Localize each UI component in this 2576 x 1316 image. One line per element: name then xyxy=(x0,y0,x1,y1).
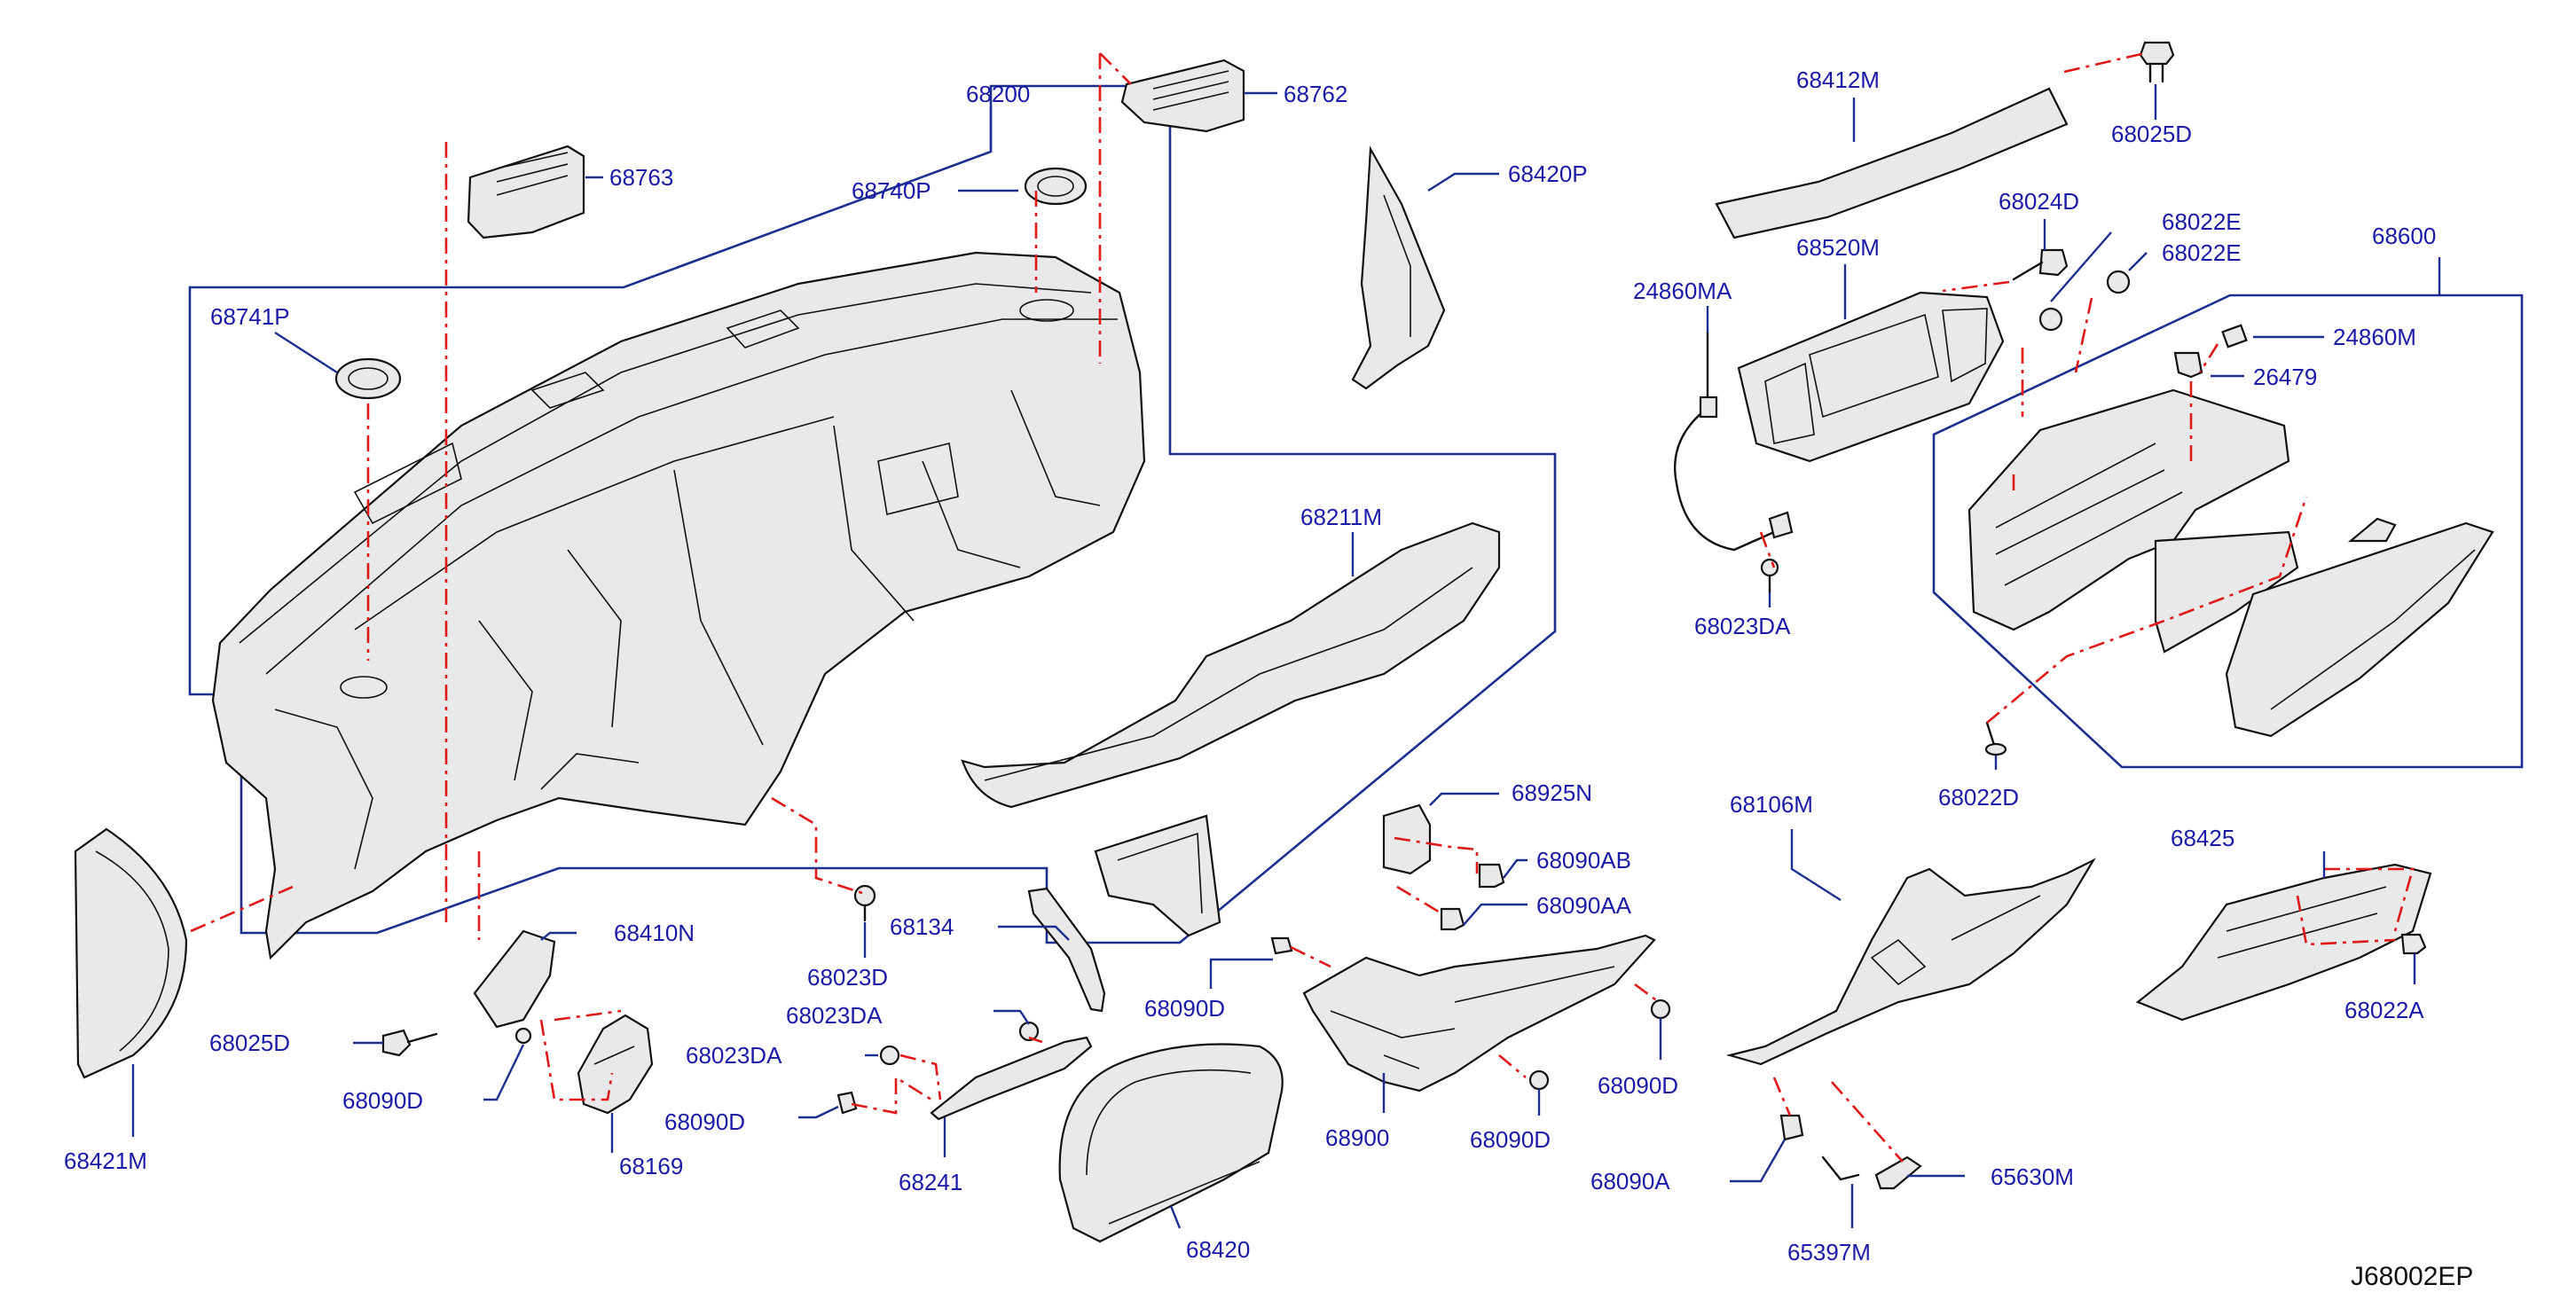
label-68024D: 68024D xyxy=(1999,188,2079,215)
screw-68090D-c xyxy=(1270,936,1293,955)
label-68741P: 68741P xyxy=(210,303,290,330)
label-68169: 68169 xyxy=(619,1153,683,1179)
cover-68412M xyxy=(1715,87,2069,239)
label-26479: 26479 xyxy=(2253,364,2317,390)
clip-68090D-b xyxy=(836,1091,858,1115)
label-68200: 68200 xyxy=(966,81,1030,107)
bracket-68169 xyxy=(577,1014,654,1115)
side-finisher-68421M xyxy=(74,827,188,1079)
switch-26479 xyxy=(2173,351,2203,379)
lower-cover-68106M xyxy=(1725,858,2096,1066)
label-68241: 68241 xyxy=(899,1169,962,1195)
harness-65397M xyxy=(1821,1155,1860,1181)
screw-68023DA-top xyxy=(1760,558,1779,594)
label-68410N: 68410N xyxy=(614,920,695,946)
label-68134: 68134 xyxy=(890,913,954,940)
clip-68090D-e xyxy=(1528,1069,1550,1091)
label-68025D-low: 68025D xyxy=(209,1030,290,1056)
clip-68023DA-low xyxy=(879,1045,900,1066)
label-68425: 68425 xyxy=(2171,825,2234,851)
label-68740P: 68740P xyxy=(852,177,931,204)
label-68023D: 68023D xyxy=(807,964,888,991)
label-68421M: 68421M xyxy=(64,1148,147,1174)
vent-68741P xyxy=(334,357,402,400)
label-68023DA-mid: 68023DA xyxy=(786,1002,883,1029)
label-68022D: 68022D xyxy=(1938,784,2019,811)
screw-68022A xyxy=(2400,933,2427,955)
dashboard-panel xyxy=(211,251,1146,960)
label-24860M: 24860M xyxy=(2333,324,2416,350)
switch-65630M xyxy=(1874,1155,1922,1190)
label-68090D-c: 68090D xyxy=(1144,995,1225,1022)
clip-68090AB xyxy=(1478,863,1505,889)
clip-68090A xyxy=(1779,1114,1804,1141)
label-68090D-e: 68090D xyxy=(1470,1126,1551,1153)
bolt-68024D xyxy=(2012,248,2069,281)
label-24860MA: 24860MA xyxy=(1633,278,1732,304)
label-68023DA-top: 68023DA xyxy=(1694,613,1791,639)
cover-68410N xyxy=(473,929,556,1029)
part-labels: 68200 68762 68763 68740P 68741P 68420P 6… xyxy=(64,67,2473,1291)
label-68106M: 68106M xyxy=(1730,791,1813,818)
display-68520M xyxy=(1737,291,2005,463)
bracket-68134 xyxy=(1027,887,1106,1013)
label-68420: 68420 xyxy=(1186,1236,1250,1263)
screw-68025D-low xyxy=(381,1029,438,1057)
clip-68090D-a xyxy=(514,1027,532,1045)
side-vent-68763 xyxy=(467,145,585,239)
clip-68022E-a xyxy=(2038,307,2063,332)
label-68090D-d: 68090D xyxy=(1598,1072,1678,1099)
harness-24860MA xyxy=(1673,331,1794,552)
side-vent-68762 xyxy=(1120,59,1245,133)
label-68022E-a: 68022E xyxy=(2162,208,2242,235)
label-68023DA-low: 68023DA xyxy=(686,1042,782,1069)
clip-68022D xyxy=(1984,721,2007,756)
instrument-cluster-68420 xyxy=(1058,1043,1284,1243)
glove-box-68600 xyxy=(1967,388,2494,738)
label-68090A: 68090A xyxy=(1590,1168,1670,1195)
label-68762: 68762 xyxy=(1284,81,1347,107)
label-68412M: 68412M xyxy=(1796,67,1880,93)
glove-box-group-box xyxy=(1932,294,2524,769)
diagram-code: J68002EP xyxy=(2351,1262,2473,1291)
label-68520M: 68520M xyxy=(1796,234,1880,261)
label-68022E-b: 68022E xyxy=(2162,239,2242,266)
label-68025D-top: 68025D xyxy=(2111,121,2192,147)
leader-lines xyxy=(131,84,2441,1229)
label-68090AB: 68090AB xyxy=(1536,847,1631,873)
label-68763: 68763 xyxy=(609,164,673,191)
console-finisher-68211M xyxy=(961,521,1501,937)
label-68900: 68900 xyxy=(1325,1124,1389,1151)
label-68211M: 68211M xyxy=(1300,504,1382,530)
label-68090D-b: 68090D xyxy=(664,1108,745,1135)
clip-68090AA xyxy=(1440,907,1465,931)
clip-68022E-b xyxy=(2106,270,2131,294)
vent-68740P xyxy=(1024,167,1088,206)
label-68925N: 68925N xyxy=(1512,779,1592,806)
label-65630M: 65630M xyxy=(1991,1163,2074,1190)
lower-panel-68900 xyxy=(1302,934,1656,1093)
label-68022A: 68022A xyxy=(2344,997,2424,1023)
bracket-68425 xyxy=(2135,863,2432,1022)
label-68420P: 68420P xyxy=(1508,161,1588,187)
clip-68090D-d xyxy=(1650,999,1671,1020)
screw-68023D xyxy=(853,884,876,922)
label-68090AA: 68090AA xyxy=(1536,892,1632,919)
finisher-68420P xyxy=(1351,145,1446,390)
assembly-phantom-lines xyxy=(190,51,2415,1163)
connector-24860M xyxy=(2221,324,2248,349)
label-68090D-a: 68090D xyxy=(342,1087,423,1114)
screw-68025D-top xyxy=(2139,41,2175,83)
bracket-68241 xyxy=(930,1036,1093,1121)
label-68600: 68600 xyxy=(2372,223,2436,249)
label-65397M: 65397M xyxy=(1787,1239,1871,1265)
instrument-panel-group-box xyxy=(188,84,1557,944)
